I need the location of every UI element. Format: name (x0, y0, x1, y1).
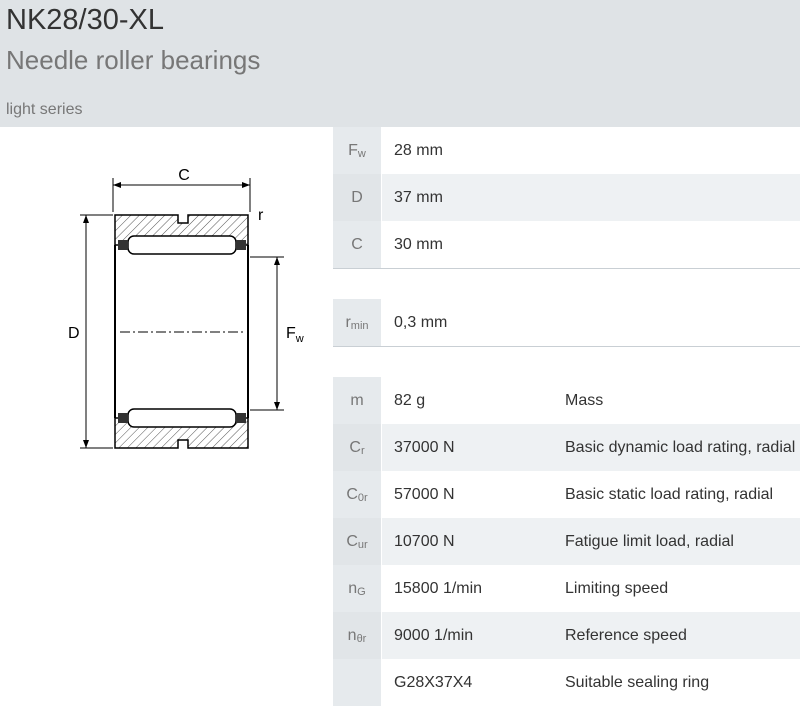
dim-d-label: D (68, 325, 80, 342)
series-label: light series (6, 101, 83, 118)
row-value: 28 mm (394, 141, 443, 159)
row-description: Suitable sealing ring (565, 673, 710, 691)
header: NK28/30-XL Needle roller bearings light … (0, 0, 800, 127)
dim-fw-label: Fw (286, 325, 304, 345)
bearing-drawing: C r D Fw (68, 167, 304, 449)
table-row: D 37 mm (333, 174, 800, 221)
row-description: Limiting speed (565, 579, 669, 597)
page-title: NK28/30-XL (6, 4, 164, 36)
row-value: 37000 N (394, 438, 455, 456)
row-symbol: D (333, 174, 382, 221)
row-description: Basic static load rating, radial (565, 485, 774, 503)
table-row: G28X37X4 Suitable sealing ring (333, 659, 800, 706)
table-row: C 30 mm (333, 221, 800, 268)
row-value: 15800 1/min (394, 579, 483, 597)
row-value: 30 mm (394, 235, 443, 253)
row-value: 37 mm (394, 188, 443, 206)
row-description: Basic dynamic load rating, radial (565, 438, 796, 456)
page-subtitle: Needle roller bearings (6, 45, 261, 75)
row-value: 10700 N (394, 532, 455, 550)
table-row: m 82 g Mass (333, 377, 800, 424)
row-value: 0,3 mm (394, 313, 448, 331)
row-symbol: m (333, 377, 382, 424)
row-description: Reference speed (565, 626, 687, 644)
dim-c-label: C (178, 167, 190, 184)
row-value: G28X37X4 (394, 673, 473, 691)
row-symbol: C (333, 221, 382, 268)
dim-r-label: r (258, 207, 264, 224)
row-value: 9000 1/min (394, 626, 474, 644)
row-symbol (333, 659, 382, 706)
row-value: 82 g (394, 391, 426, 409)
row-description: Mass (565, 391, 604, 409)
row-description: Fatigue limit load, radial (565, 532, 734, 550)
row-value: 57000 N (394, 485, 455, 503)
